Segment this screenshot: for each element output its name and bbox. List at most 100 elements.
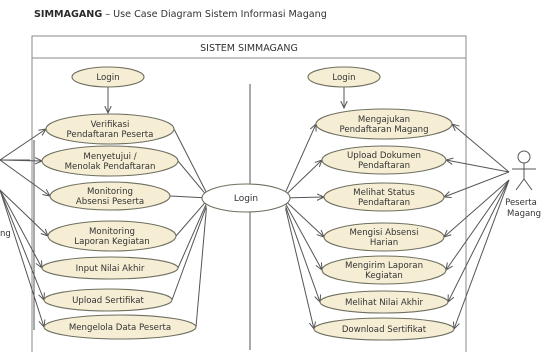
login-link-left-6 xyxy=(171,205,207,301)
login-link-left-3 xyxy=(169,195,207,199)
usecase-left-1-label: Verifikasi xyxy=(91,120,130,130)
actor-right-label-line2: Magang xyxy=(507,209,541,219)
login-link-left-1 xyxy=(173,128,207,193)
usecase-left-5-label: Input Nilai Akhir xyxy=(76,264,145,274)
usecase-right-6: Melihat Nilai Akhir xyxy=(319,290,449,314)
usecase-left-3-label: Absensi Peserta xyxy=(76,197,144,207)
usecase-right-7: Download Sertifikat xyxy=(313,317,455,341)
center-login-label: Login xyxy=(234,194,258,204)
association-left-6 xyxy=(0,189,44,300)
usecase-left-2: Menyetujui /Menolak Pendaftaran xyxy=(41,145,179,177)
association-right-1 xyxy=(452,124,510,173)
association-left-2 xyxy=(0,160,42,161)
app-name: SIMMAGANG xyxy=(34,9,103,20)
usecase-left-1-label: Pendaftaran Peserta xyxy=(67,130,154,140)
login-link-right-1 xyxy=(285,124,316,193)
diagram-subtitle: Use Case Diagram Sistem Informasi Magang xyxy=(113,9,327,20)
association-left-7 xyxy=(0,189,44,327)
usecase-left-2-label: Menolak Pendaftaran xyxy=(65,162,156,172)
usecase-left-7-shape xyxy=(43,314,197,340)
usecase-left-0-label: Login xyxy=(96,73,119,83)
usecase-right-1-label: Mengajukan xyxy=(358,115,410,125)
association-left-3 xyxy=(0,159,50,196)
usecase-right-3-label: Pendaftaran xyxy=(358,198,410,208)
login-link-right-7 xyxy=(285,208,314,329)
usecase-right-4-label: Harian xyxy=(370,238,398,248)
association-right-7 xyxy=(454,179,510,329)
association-left-1 xyxy=(0,129,46,161)
association-right-4 xyxy=(444,179,510,237)
system-title: SISTEM SIMMAGANG xyxy=(200,43,298,54)
usecase-right-3-label: Melihat Status xyxy=(353,188,415,198)
usecase-left-0-shape xyxy=(71,66,145,88)
login-link-left-5 xyxy=(177,203,207,269)
usecase-left-4-shape xyxy=(47,220,177,252)
system-boundary xyxy=(31,35,467,352)
login-link-right-2 xyxy=(285,160,322,196)
login-link-right-4 xyxy=(285,200,324,237)
usecase-right-5-label: Mengirim Laporan xyxy=(345,261,423,271)
page-title: SIMMAGANG – Use Case Diagram Sistem Info… xyxy=(34,9,327,20)
usecase-left-3-label: Monitoring xyxy=(87,187,133,197)
login-link-right-5 xyxy=(285,203,322,270)
usecase-left-5-shape xyxy=(41,256,179,280)
usecase-left-7: Mengelola Data Peserta xyxy=(43,314,197,340)
usecase-left-6-shape xyxy=(43,288,173,312)
association-right-6 xyxy=(448,179,510,302)
usecase-right-2-label: Upload Dokumen xyxy=(347,151,421,161)
usecase-left-4-label: Monitoring xyxy=(89,227,135,237)
usecase-left-5: Input Nilai Akhir xyxy=(41,256,179,280)
usecase-right-2-label: Pendaftaran xyxy=(358,161,410,171)
usecase-left-3-shape xyxy=(49,181,171,211)
usecase-right-4-label: Mengisi Absensi xyxy=(350,228,419,238)
association-right-2 xyxy=(446,160,510,173)
usecase-left-4-label: Laporan Kegiatan xyxy=(74,237,149,247)
usecase-left-1-shape xyxy=(45,113,175,145)
login-link-right-6 xyxy=(285,206,320,302)
usecase-left-7-label: Mengelola Data Peserta xyxy=(69,323,171,333)
usecase-right-4-shape xyxy=(323,222,445,252)
usecase-right-7-label: Download Sertifikat xyxy=(342,325,427,335)
title-separator: – xyxy=(102,9,114,20)
usecase-left-6-label: Upload Sertifikat xyxy=(72,296,144,306)
association-left-4 xyxy=(0,189,48,236)
actor-peserta-magang xyxy=(512,150,536,191)
association-right-3 xyxy=(444,171,510,197)
center-login-shape xyxy=(201,183,291,213)
usecase-right-3-shape xyxy=(323,182,445,212)
usecase-left-2-shape xyxy=(41,145,179,177)
usecase-center-login: Login xyxy=(201,183,291,213)
usecase-right-6-label: Melihat Nilai Akhir xyxy=(345,298,424,308)
actor-right-label-line1: Peserta xyxy=(505,198,537,208)
login-link-right-3 xyxy=(285,197,324,198)
usecase-right-0-shape xyxy=(307,66,381,88)
actor-left-label: ng xyxy=(0,229,11,239)
login-link-left-4 xyxy=(175,200,207,237)
usecase-left-6: Upload Sertifikat xyxy=(43,288,173,312)
usecase-right-5-label: Kegiatan xyxy=(365,271,403,281)
usecase-left-0: Login xyxy=(71,66,145,88)
usecase-left-2-label: Menyetujui / xyxy=(83,152,136,162)
usecase-right-0: Login xyxy=(307,66,381,88)
usecase-right-0-label: Login xyxy=(332,73,355,83)
usecase-right-5-shape xyxy=(321,255,447,285)
association-right-5 xyxy=(446,179,510,270)
association-left-5 xyxy=(0,189,42,268)
usecase-right-1-shape xyxy=(315,108,453,140)
usecase-right-6-shape xyxy=(319,290,449,314)
usecase-right-2-shape xyxy=(321,145,447,175)
usecase-right-7-shape xyxy=(313,317,455,341)
login-link-left-7 xyxy=(195,208,207,328)
usecase-right-1-label: Pendaftaran Magang xyxy=(339,125,428,135)
login-link-left-2 xyxy=(177,160,207,196)
